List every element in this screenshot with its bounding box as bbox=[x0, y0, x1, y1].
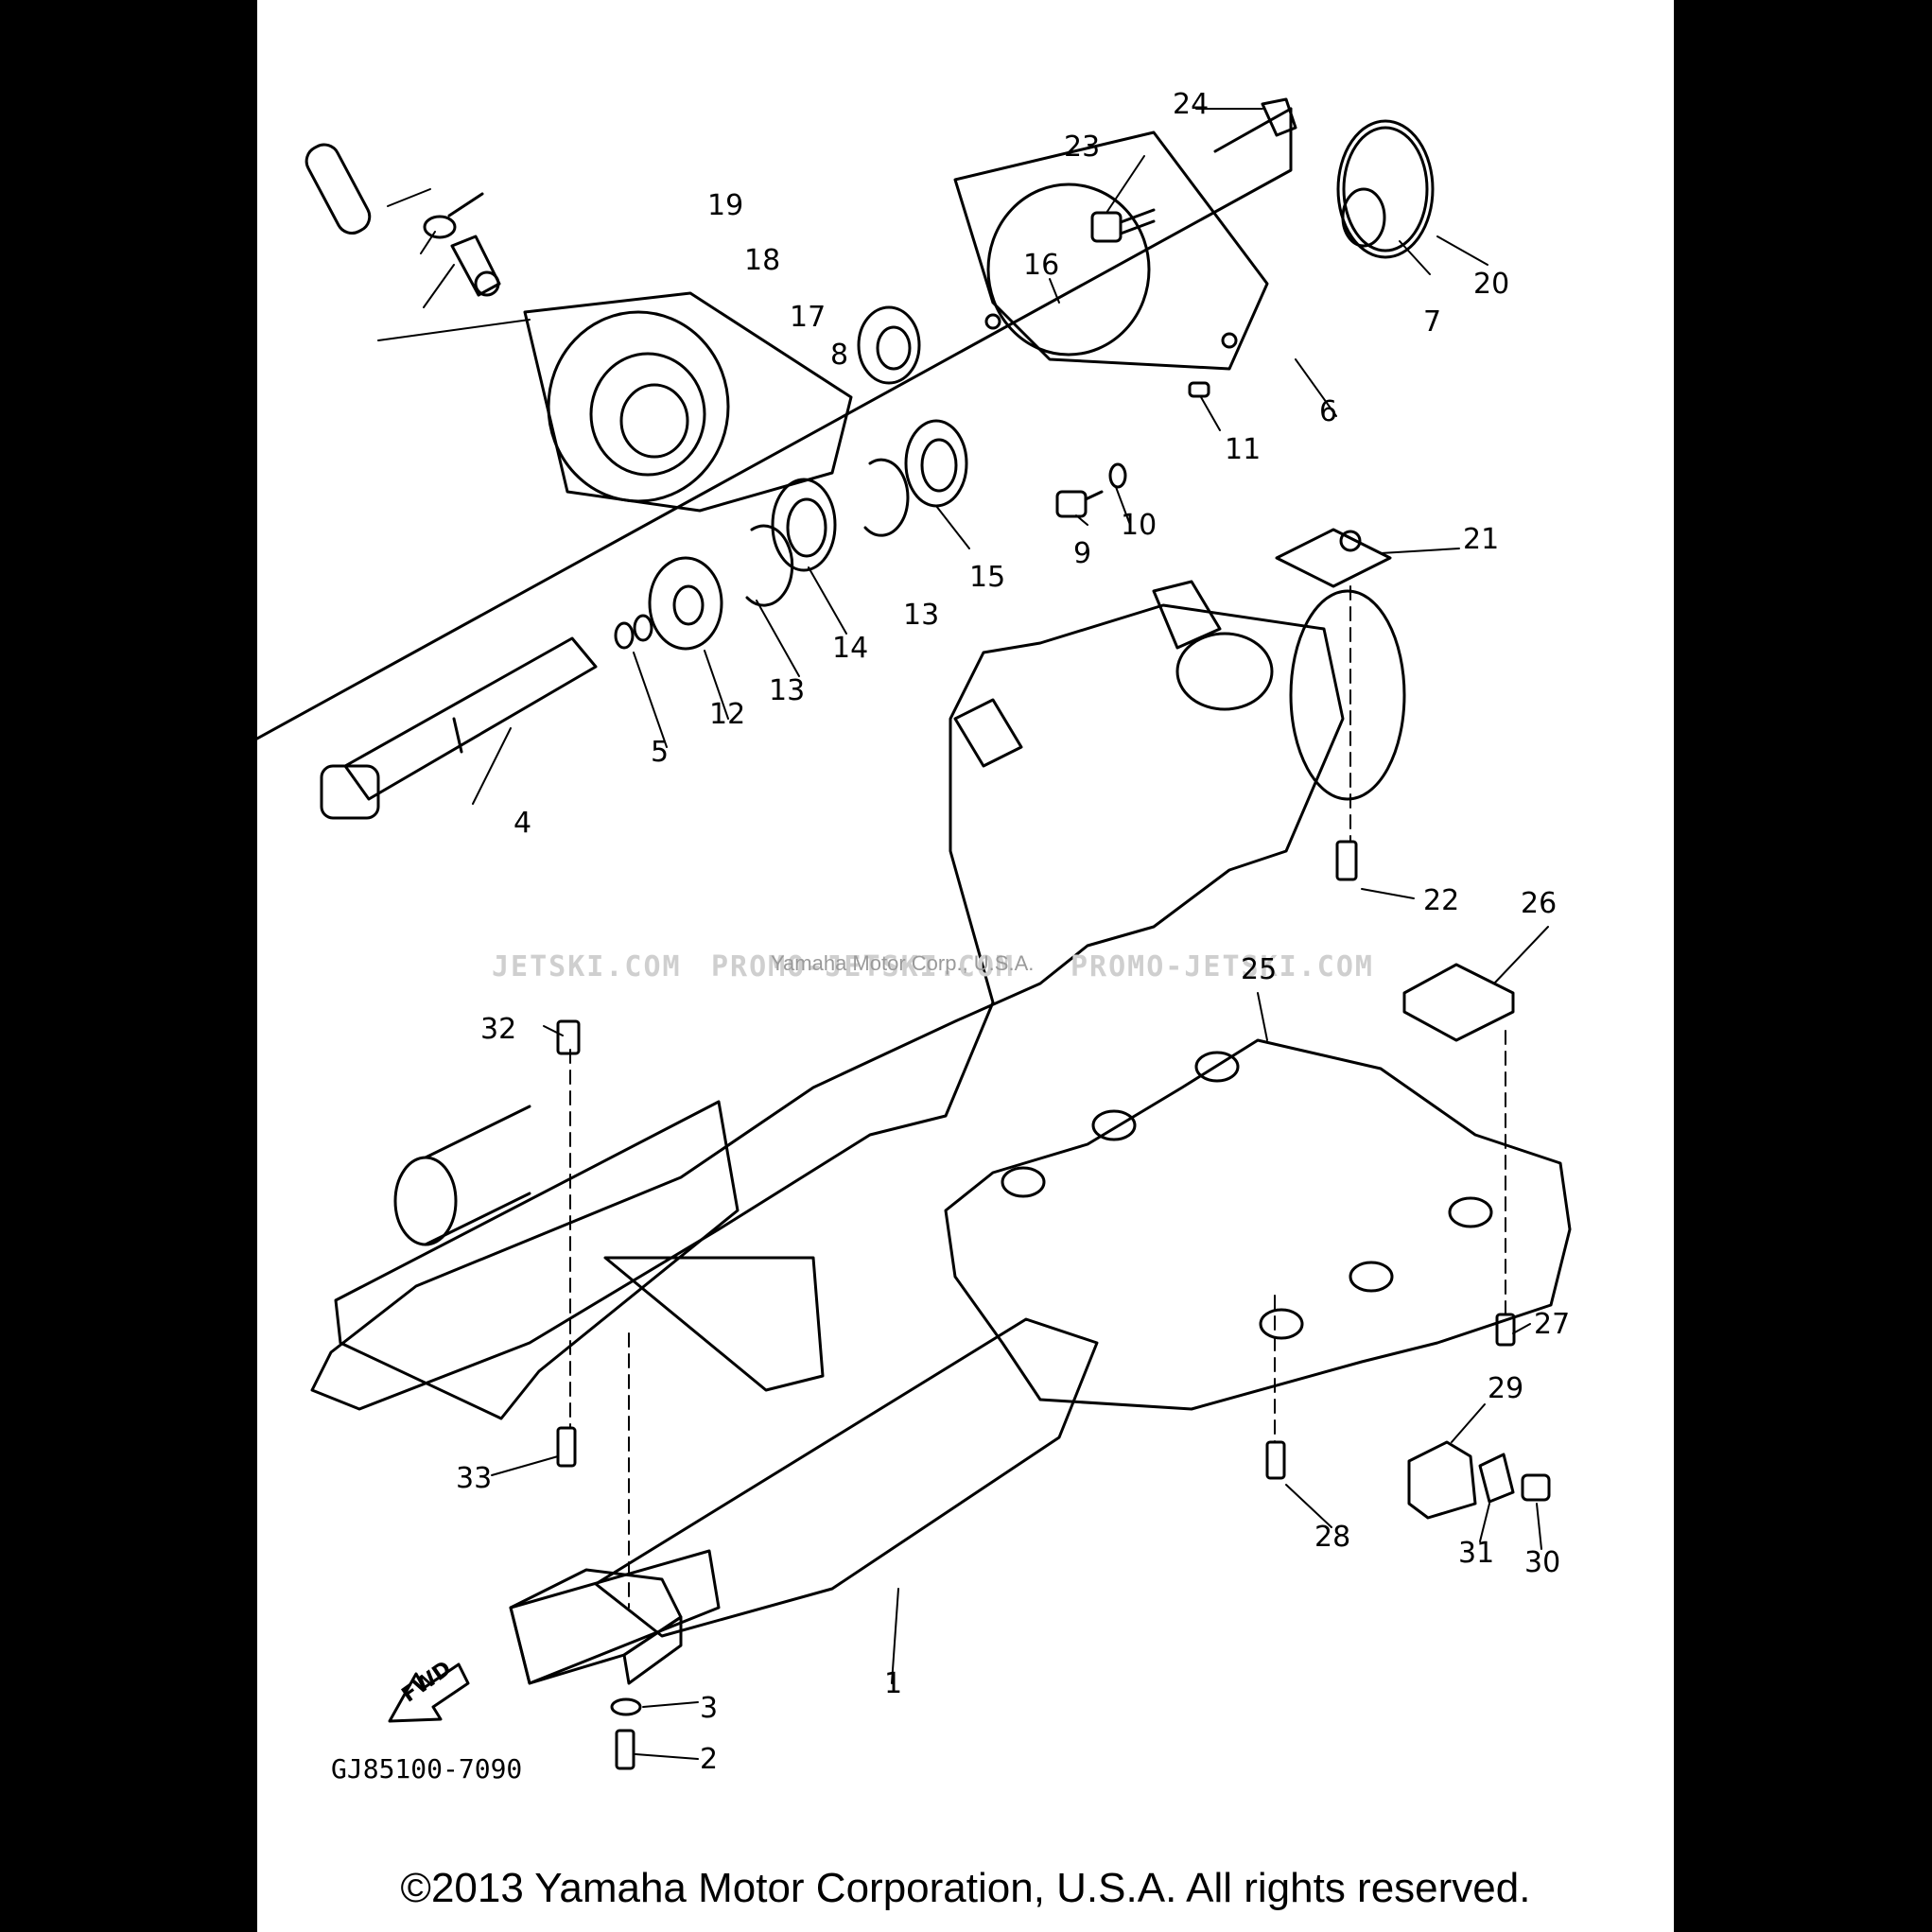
part-10-washer bbox=[1108, 462, 1127, 489]
label-part-24: 24 bbox=[1173, 88, 1209, 121]
label-part-27: 27 bbox=[1534, 1308, 1570, 1341]
part-labels: 1 2 3 4 5 6 7 8 9 10 11 12 13 13 14 15 1… bbox=[456, 88, 1570, 1776]
part-20-o-ring bbox=[1336, 119, 1435, 259]
jet-pump-exploded-diagram: JETSKI.COM PROMO-JETSKI.COM PROMO-JETSKI… bbox=[257, 88, 1572, 1784]
label-part-9: 9 bbox=[1073, 537, 1091, 570]
part-21-plate bbox=[1275, 528, 1392, 588]
part-30-bolt bbox=[1521, 1473, 1551, 1502]
label-part-7: 7 bbox=[1423, 305, 1441, 339]
part-12-bearing bbox=[648, 556, 723, 651]
part-15-seal bbox=[904, 419, 968, 508]
copyright-notice: ©2013 Yamaha Motor Corporation, U.S.A. A… bbox=[400, 1865, 1531, 1911]
part-26-bracket bbox=[1402, 963, 1515, 1042]
label-part-32: 32 bbox=[480, 1013, 516, 1046]
part-5-o-rings bbox=[614, 614, 653, 650]
part-1-bottom-block bbox=[509, 1568, 683, 1685]
part-16-bearing bbox=[857, 305, 921, 385]
watermark-center: PROMO-JETSKI.COM bbox=[711, 950, 1015, 983]
label-part-4: 4 bbox=[513, 807, 531, 840]
label-part-14: 14 bbox=[832, 632, 868, 665]
part-31-plate bbox=[1478, 1453, 1515, 1504]
label-part-16: 16 bbox=[1023, 249, 1059, 282]
label-part-25: 25 bbox=[1241, 953, 1277, 986]
part-4-drive-shaft bbox=[320, 636, 598, 820]
part-8-bearing-housing bbox=[523, 291, 853, 513]
leader-lines bbox=[377, 108, 1549, 1760]
label-part-2: 2 bbox=[700, 1743, 718, 1776]
label-part-22: 22 bbox=[1423, 884, 1459, 917]
label-part-29: 29 bbox=[1488, 1372, 1523, 1405]
fwd-label: FWD bbox=[398, 1657, 456, 1707]
fwd-arrow-icon bbox=[388, 1662, 470, 1723]
label-part-3: 3 bbox=[700, 1692, 718, 1725]
label-part-21: 21 bbox=[1463, 523, 1499, 556]
part-1-intake-duct bbox=[310, 580, 1406, 1411]
label-part-8: 8 bbox=[830, 339, 848, 372]
part-24-clip bbox=[1261, 97, 1297, 137]
label-part-33: 33 bbox=[456, 1462, 492, 1495]
label-part-20: 20 bbox=[1473, 268, 1509, 301]
label-part-30: 30 bbox=[1524, 1546, 1560, 1579]
label-part-31: 31 bbox=[1458, 1537, 1494, 1570]
label-part-15: 15 bbox=[969, 561, 1005, 594]
part-11-pin bbox=[1188, 381, 1210, 398]
part-6-cover bbox=[953, 131, 1269, 371]
label-part-6: 6 bbox=[1319, 395, 1337, 428]
part-13-circlip bbox=[745, 458, 910, 607]
label-part-17: 17 bbox=[790, 301, 826, 334]
label-part-23: 23 bbox=[1064, 131, 1100, 164]
part-9-bolt bbox=[1055, 490, 1104, 518]
fasteners bbox=[556, 840, 1516, 1770]
diagram-sheet: JETSKI.COM PROMO-JETSKI.COM PROMO-JETSKI… bbox=[257, 0, 1674, 1932]
part-1-base-plate bbox=[334, 1100, 740, 1420]
alignment-lines bbox=[569, 585, 1506, 1609]
part-17-fitting bbox=[450, 235, 501, 297]
part-14-bearing bbox=[771, 478, 837, 572]
part-19-hose bbox=[305, 143, 372, 235]
label-part-13b: 13 bbox=[903, 599, 939, 632]
part-29-block bbox=[1407, 1440, 1477, 1520]
diagram-code: GJ85100-7090 bbox=[331, 1753, 522, 1784]
label-part-11: 11 bbox=[1225, 433, 1261, 466]
label-part-12: 12 bbox=[709, 698, 745, 731]
label-part-13a: 13 bbox=[769, 674, 805, 707]
watermark-owner: Yamaha Motor Corp., U.S.A. bbox=[771, 951, 1034, 975]
watermark-left: JETSKI.COM bbox=[492, 950, 682, 983]
explode-frame-lines bbox=[257, 107, 1293, 740]
label-part-18: 18 bbox=[744, 244, 780, 277]
label-part-28: 28 bbox=[1314, 1521, 1350, 1554]
label-part-1: 1 bbox=[884, 1667, 902, 1700]
part-23-bolt bbox=[1090, 208, 1156, 243]
label-part-5: 5 bbox=[651, 736, 669, 769]
watermark-right: PROMO-JETSKI.COM bbox=[1070, 950, 1374, 983]
part-25-ride-plate bbox=[944, 1038, 1572, 1411]
label-part-10: 10 bbox=[1121, 509, 1157, 542]
part-18-clamp bbox=[423, 192, 484, 239]
label-part-26: 26 bbox=[1521, 887, 1557, 920]
label-part-19: 19 bbox=[707, 189, 743, 222]
pump-body-cylinder bbox=[393, 1105, 531, 1246]
